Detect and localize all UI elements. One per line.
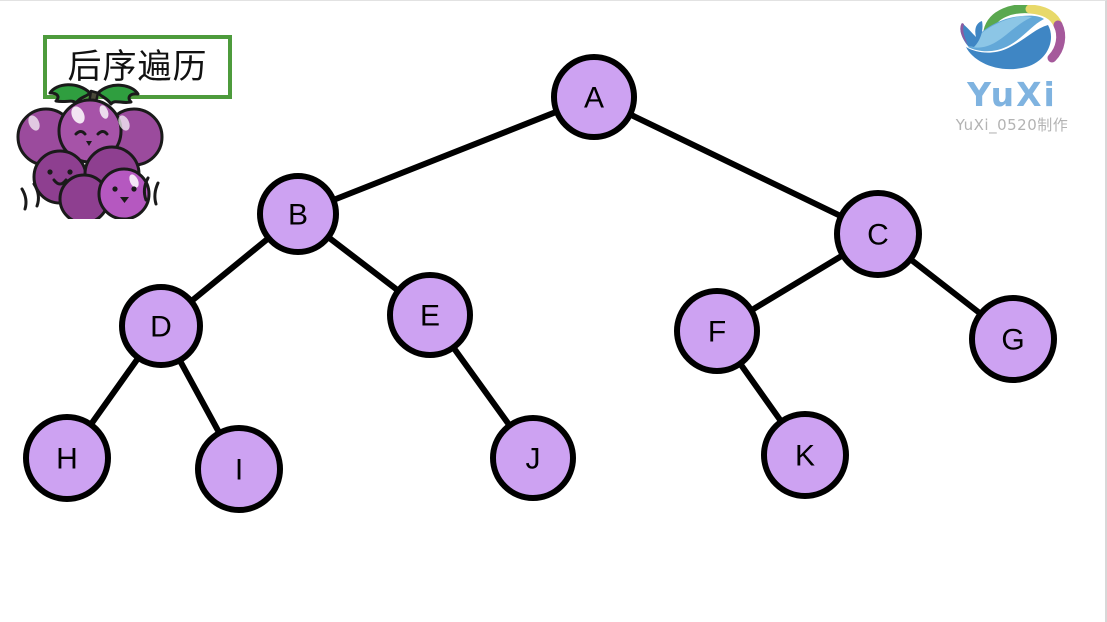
tree-edge-c-g [905,254,986,319]
motion-line [142,176,150,202]
logo-wordmark: YuXi [967,75,1057,114]
tree-edge-e-j [449,342,514,431]
node-label-c: C [867,219,889,252]
node-label-h: H [56,443,78,476]
node-label-e: E [420,300,440,333]
tree-node-d[interactable]: D [119,284,203,368]
berry-highlight [99,105,109,119]
tree-edge-b-d [186,233,274,306]
berry-eye [47,169,53,175]
berry-eye [74,130,87,136]
grape-leaf-right [96,83,140,106]
tree-edge-b-e [323,232,403,295]
node-label-k: K [795,440,815,473]
node-label-f: F [708,316,726,349]
whale-logo-icon [960,5,1066,70]
motion-line [32,182,40,208]
tree-node-f[interactable]: F [674,288,760,374]
tree-node-e[interactable]: E [387,272,473,358]
tree-edge-d-i [175,355,224,438]
tree-node-g[interactable]: G [969,295,1057,383]
brand-logo: YuXi YuXi_0520制作 [927,5,1097,153]
node-circle-j[interactable] [490,415,576,501]
tree-edge-a-b [328,107,562,204]
node-circle-c[interactable] [834,190,922,278]
berry-eye [67,169,73,175]
tree-node-i[interactable]: I [195,425,283,513]
berry-eye [112,186,118,192]
berry-mouth [120,197,129,203]
tree-node-c[interactable]: C [834,190,922,278]
grapes-illustration [16,83,164,219]
logo-whale-highlight [969,16,1032,48]
node-label-i: I [235,454,243,487]
berry-highlight [71,106,85,124]
node-circle-a[interactable] [551,54,637,140]
logo-whale-tail-accent [960,23,968,45]
tree-edge-layer [86,107,986,438]
page-title: 后序遍历 [67,47,208,87]
tree-node-b[interactable]: B [257,173,339,255]
node-label-a: A [584,82,604,115]
motion-line [20,187,28,211]
node-circle-g[interactable] [969,295,1057,383]
tree-node-layer: A B C D E F G H I J K [23,54,1057,513]
logo-arc-magenta [1047,20,1066,63]
node-circle-f[interactable] [674,288,760,374]
node-label-d: D [150,311,172,344]
tree-edge-c-f [746,251,848,315]
berry-highlight [28,115,40,131]
logo-subtitle: YuXi_0520制作 [955,115,1069,134]
node-circle-b[interactable] [257,173,339,255]
logo-whale-body [966,25,1052,70]
tree-edge-d-h [86,353,143,430]
node-circle-h[interactable] [23,414,111,502]
tree-node-k[interactable]: K [761,411,849,499]
motion-line [153,181,160,206]
berry-mouth [52,178,68,186]
node-label-j: J [526,443,541,476]
grape-leaf-left [48,83,92,105]
tree-edge-f-k [735,358,786,427]
tree-edge-a-c [625,110,846,221]
berry-eye [131,186,137,192]
berry-highlight [129,174,139,188]
node-circle-i[interactable] [195,425,283,513]
grape-berry-face-front [97,167,151,219]
berry-mouth [86,141,92,146]
berry-highlight [118,115,130,131]
node-circle-k[interactable] [761,411,849,499]
node-circle-d[interactable] [119,284,203,368]
title-box: 后序遍历 [43,35,232,99]
tree-node-j[interactable]: J [490,415,576,501]
node-label-b: B [288,199,308,232]
tree-node-a[interactable]: A [551,54,637,140]
tree-node-h[interactable]: H [23,414,111,502]
node-circle-e[interactable] [387,272,473,358]
berry-eye [96,130,109,136]
node-label-g: G [1001,324,1024,357]
